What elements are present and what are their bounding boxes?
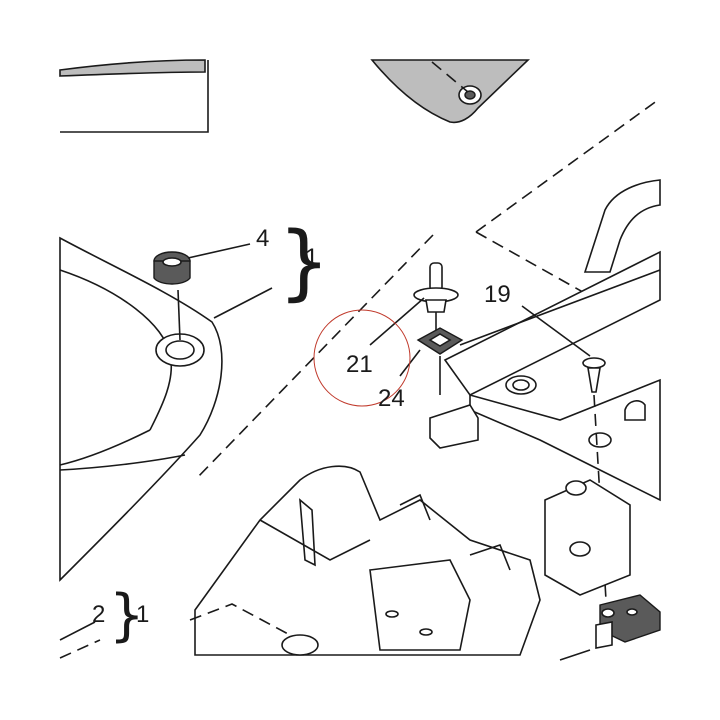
brace-bottom: } — [109, 583, 145, 648]
lower-base-housing — [189, 465, 541, 656]
callout-19: 19 — [484, 281, 511, 308]
highlight-circle — [313, 309, 411, 407]
leader-1-top — [213, 287, 273, 319]
grommet-part-4 — [153, 251, 191, 341]
inset-frame-top-left — [59, 59, 209, 133]
callout-1-top: 1 — [305, 244, 318, 271]
mount-bracket-lower-right — [544, 479, 631, 596]
boundary-dashed-right-2 — [475, 231, 591, 297]
leader-4 — [187, 243, 251, 259]
callout-2: 2 — [92, 601, 105, 628]
top-bracket-part — [370, 59, 530, 124]
clip-part-24 — [416, 327, 464, 395]
callout-21: 21 — [346, 351, 373, 378]
left-cover-housing — [59, 236, 223, 582]
leader-2 — [59, 621, 96, 641]
callout-24: 24 — [378, 385, 405, 412]
frame-assembly-right — [429, 179, 661, 502]
leader-19 — [521, 305, 591, 357]
connector-part — [559, 594, 661, 661]
brace-top: } — [278, 215, 330, 310]
callout-1-bottom: 1 — [136, 601, 149, 628]
pin-part-21 — [413, 262, 459, 335]
callout-4: 4 — [256, 225, 269, 252]
leader-21 — [369, 297, 425, 346]
boundary-dashed-bottom-left — [59, 639, 101, 659]
